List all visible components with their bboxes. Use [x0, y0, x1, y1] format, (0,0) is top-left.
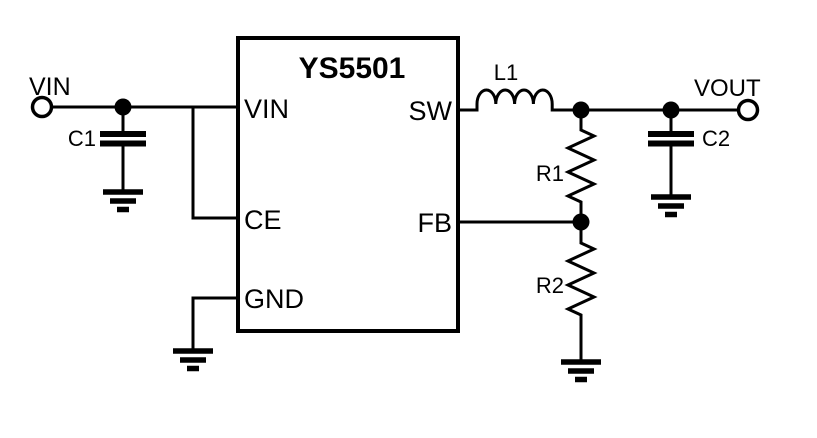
- vin-terminal: [30, 95, 54, 119]
- pin-label-vin: VIN: [244, 94, 289, 124]
- component-label-c2: C2: [702, 126, 730, 151]
- ic-outline: [236, 36, 460, 333]
- component-label-c1: C1: [68, 126, 96, 151]
- junction-dot-vout-c2: [662, 101, 680, 119]
- capacitor-c1-symbol: [100, 131, 146, 147]
- terminal-label-vout: VOUT: [694, 75, 761, 102]
- pin-label-fb: FB: [417, 208, 452, 238]
- pin-label-ce: CE: [244, 205, 282, 235]
- ground-symbol-r2: [561, 359, 601, 383]
- capacitor-c2-symbol: [648, 131, 694, 147]
- ground-symbol-c2: [651, 194, 691, 218]
- component-label-l1: L1: [494, 60, 518, 85]
- component-label-r2: R2: [536, 273, 564, 298]
- component-label-r1: R1: [536, 161, 564, 186]
- ic-title: YS5501: [299, 52, 406, 85]
- junction-dot-sw-node-r1: [572, 101, 590, 119]
- wire-gnd-pin: [191, 296, 238, 351]
- pin-label-sw: SW: [409, 96, 453, 126]
- wire-resistor-r1: [564, 110, 598, 222]
- ground-symbol-c1: [103, 189, 143, 213]
- ground-symbol-gnd-pin: [173, 348, 213, 372]
- vout-terminal: [736, 98, 760, 122]
- wire-sw-inductor-l1: [458, 88, 739, 112]
- junction-dot-vin-c1: [114, 98, 132, 116]
- junction-dot-fb-divider: [572, 213, 590, 231]
- pin-label-gnd: GND: [244, 284, 304, 314]
- terminal-label-vin: VIN: [29, 73, 71, 101]
- wire-ce-branch: [191, 107, 238, 220]
- wire-resistor-r2: [564, 222, 598, 362]
